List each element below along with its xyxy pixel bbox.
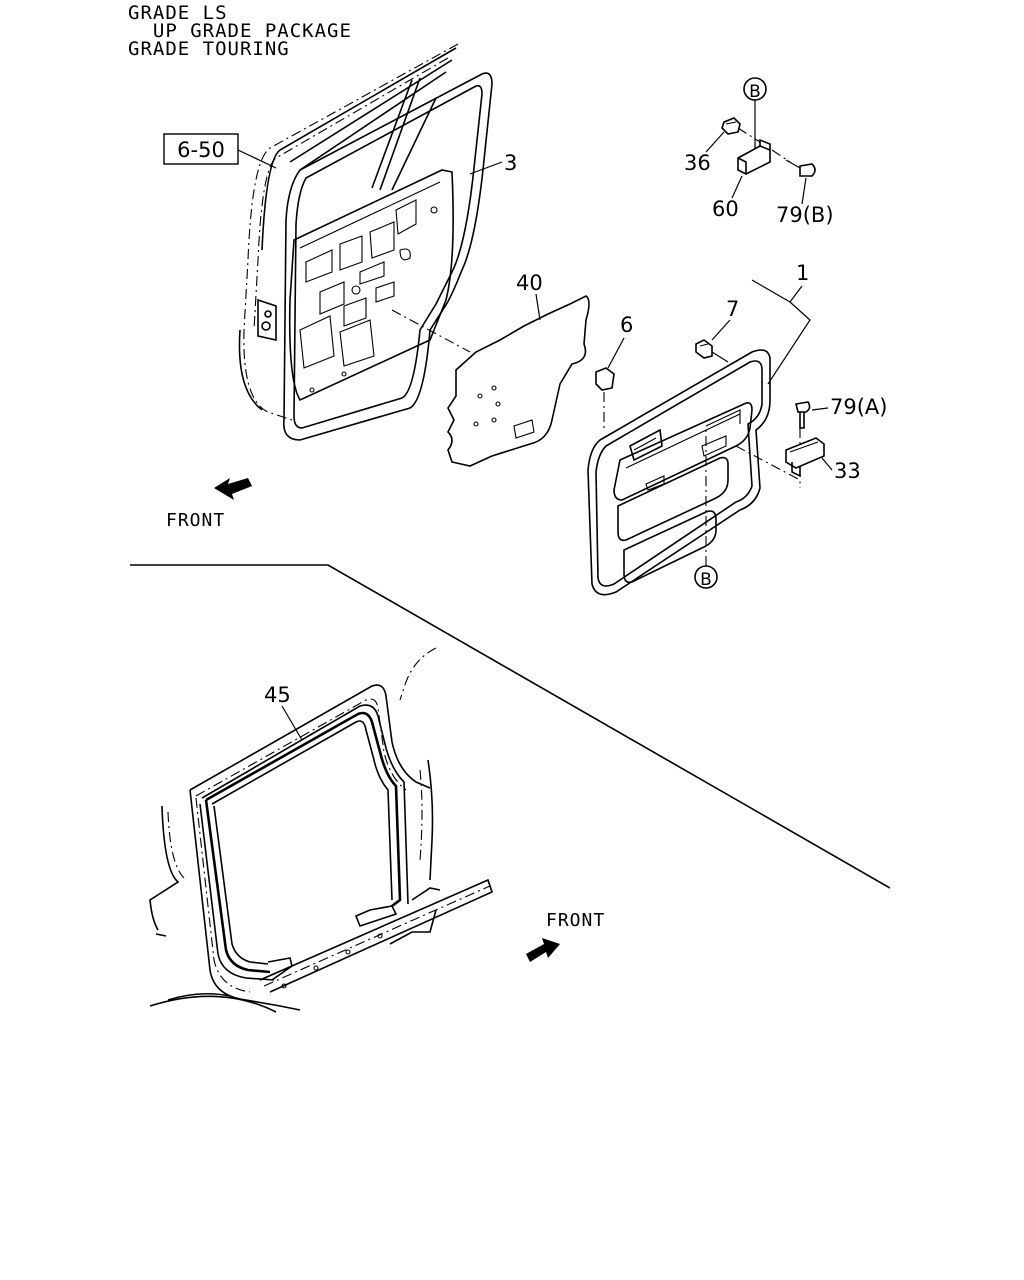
cover-33-guide [735, 445, 801, 488]
door-shell-drawing [238, 43, 459, 421]
header-line-1: GRADE LS [128, 2, 228, 24]
door-trim-panel [587, 349, 771, 596]
screw-79a [795, 401, 811, 444]
leader-36 [705, 131, 725, 153]
callout-45: 45 [264, 683, 291, 707]
callout-7: 7 [726, 297, 739, 321]
clip-6 [595, 367, 615, 430]
cover-33 [785, 437, 825, 478]
callout-60: 60 [712, 197, 739, 221]
callout-33: 33 [834, 459, 861, 483]
callout-6: 6 [620, 313, 633, 337]
body-opening-drawing [149, 647, 493, 1013]
leader-40 [535, 293, 541, 321]
clip-7 [695, 339, 729, 363]
callout-1: 1 [796, 261, 809, 285]
header-line-3: GRADE TOURING [128, 38, 290, 60]
header-line-2: UP GRADE PACKAGE [128, 20, 352, 42]
leader-7 [711, 319, 731, 341]
leader-6 [607, 337, 625, 369]
callout-36: 36 [684, 151, 711, 175]
leader-60 [731, 175, 743, 199]
body-weatherstrip [199, 704, 409, 981]
front-label-bottom: FRONT [546, 910, 605, 931]
callout-79a: 79(A) [830, 395, 887, 419]
leader-45 [281, 705, 303, 741]
circle-b-top: B [749, 82, 761, 102]
leader-1 [751, 279, 811, 385]
callout-40: 40 [516, 271, 543, 295]
bracket-assembly: B [721, 77, 816, 177]
callout-79b: 79(B) [776, 203, 834, 227]
section-divider [130, 564, 891, 889]
leader-33 [821, 457, 833, 471]
door-weatherstrip [283, 72, 493, 441]
front-arrow-bottom: FRONT [526, 910, 605, 962]
ref-6-50-callout: 6-50 [163, 133, 277, 169]
leader-79b [801, 177, 807, 205]
front-label-top: FRONT [166, 510, 225, 531]
circle-b-bottom: B [700, 570, 712, 590]
leader-3 [469, 161, 503, 175]
ref-6-50-label: 6-50 [177, 138, 225, 162]
front-arrow-top: FRONT [166, 478, 252, 531]
leader-79a [811, 407, 829, 411]
sealing-sheet [391, 295, 590, 467]
callout-3: 3 [504, 151, 517, 175]
